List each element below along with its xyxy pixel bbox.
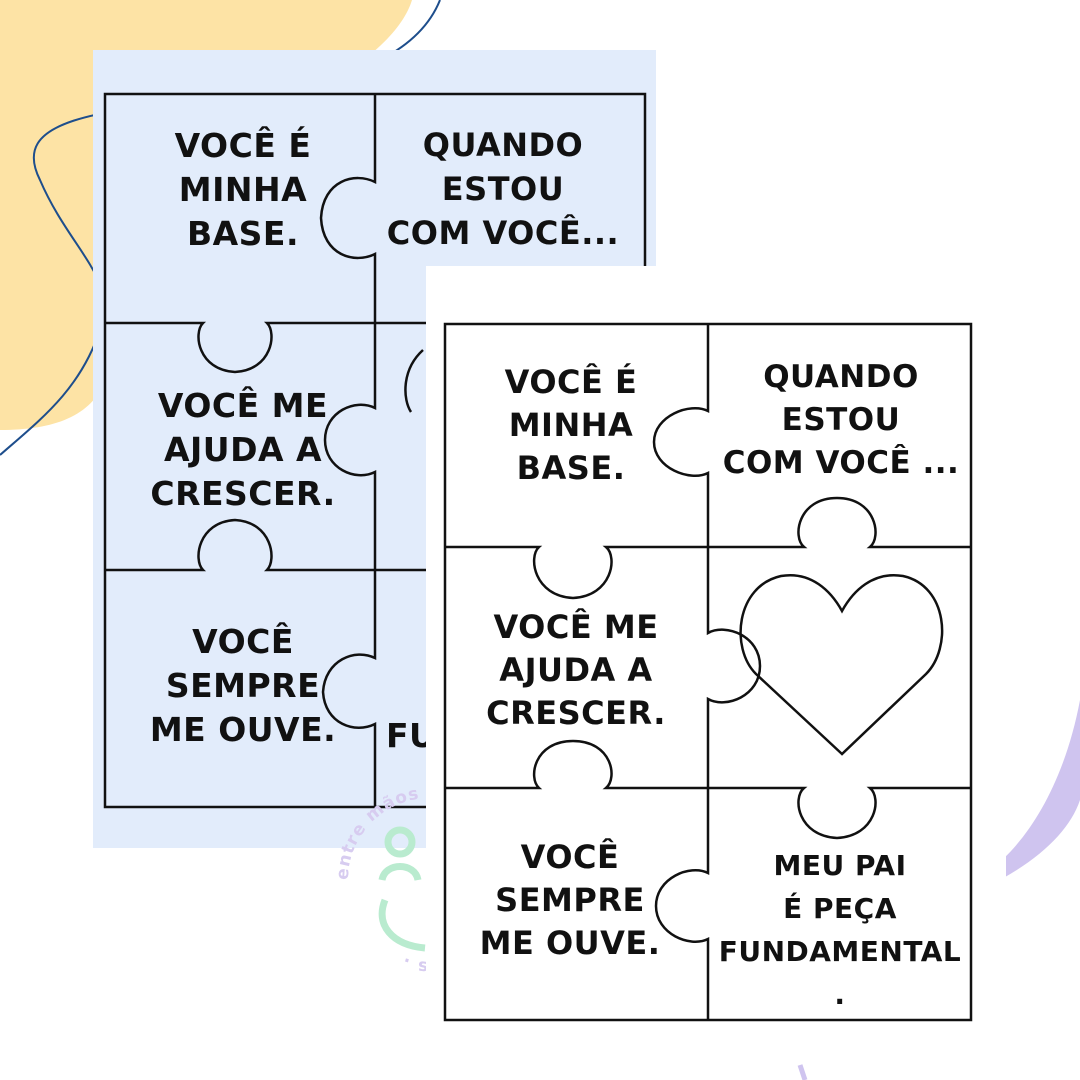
back-piece-4-text: VOCÊ SEMPRE ME OUVE.: [149, 622, 337, 749]
front-puzzle-card: VOCÊ É MINHA BASE. QUANDO ESTOU COM VOCÊ…: [426, 266, 1006, 1056]
front-piece-4-text: VOCÊ SEMPRE ME OUVE.: [479, 838, 661, 962]
front-piece-1-text: VOCÊ É MINHA BASE.: [504, 363, 638, 487]
back-piece-3-text: VOCÊ ME AJUDA A CRESCER.: [150, 386, 336, 513]
lavender-mark: [797, 1064, 808, 1080]
heart-outline-icon: [739, 573, 944, 756]
front-piece-3-text: VOCÊ ME AJUDA A CRESCER.: [486, 608, 666, 732]
front-piece-5-text: MEU PAI É PEÇA FUNDAMENTAL .: [718, 849, 962, 1011]
back-piece-1-text: VOCÊ É MINHA BASE.: [174, 126, 312, 253]
back-piece-2-text: QUANDO ESTOU COM VOCÊ...: [386, 126, 620, 252]
front-puzzle-grid: [443, 322, 973, 1022]
back-puzzle-grid: [103, 92, 647, 809]
front-piece-2-text: QUANDO ESTOU COM VOCÊ ...: [722, 359, 960, 481]
